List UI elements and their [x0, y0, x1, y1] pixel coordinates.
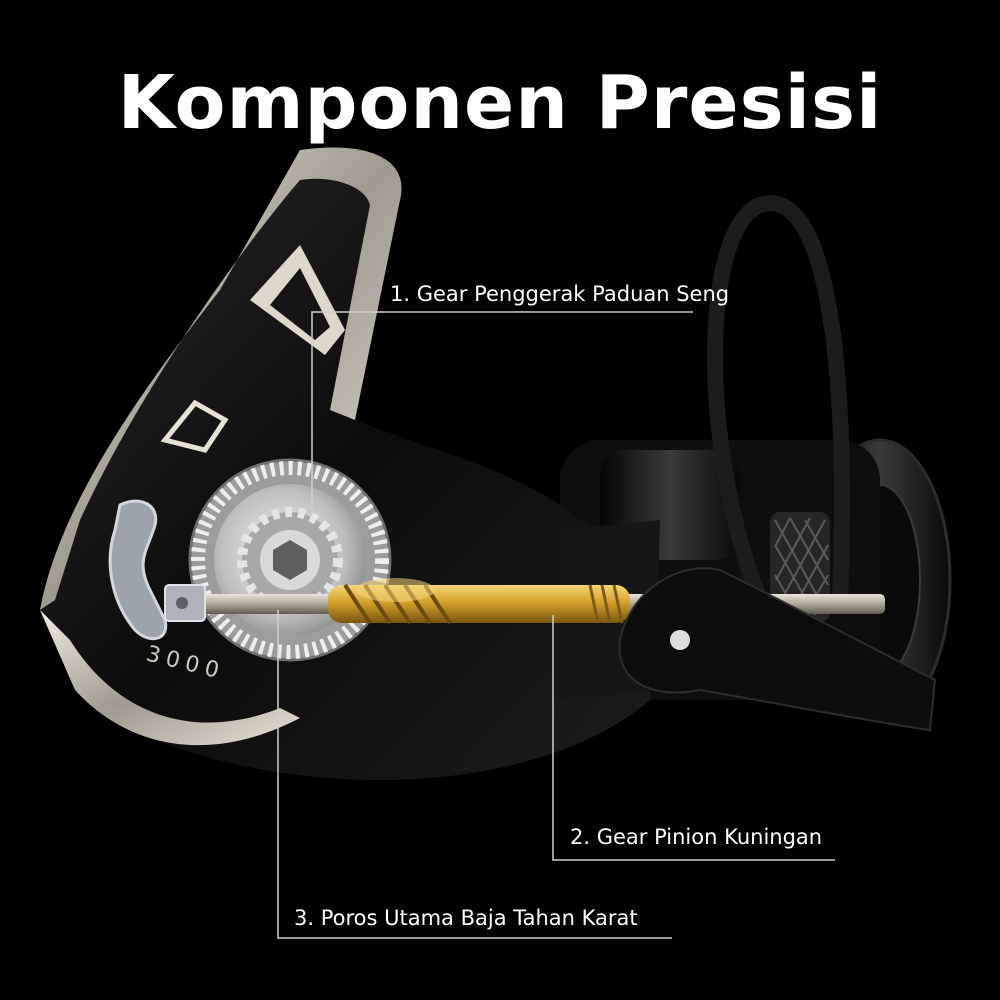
page-title: Komponen Presisi [117, 60, 883, 146]
handle [108, 499, 206, 641]
rotor-knob [618, 567, 937, 732]
drive-gear [188, 458, 392, 662]
callout-line-2 [552, 615, 835, 861]
callout-label-main-shaft: 3. Poros Utama Baja Tahan Karat [294, 906, 638, 930]
callout-line-3 [277, 610, 672, 939]
pinion-gear [328, 578, 630, 625]
callout-line-1 [311, 311, 693, 515]
callout-label-pinion-gear: 2. Gear Pinion Kuningan [570, 825, 823, 849]
bail-arm [707, 195, 850, 603]
callout-label-drive-gear: 1. Gear Penggerak Paduan Seng [390, 282, 730, 306]
